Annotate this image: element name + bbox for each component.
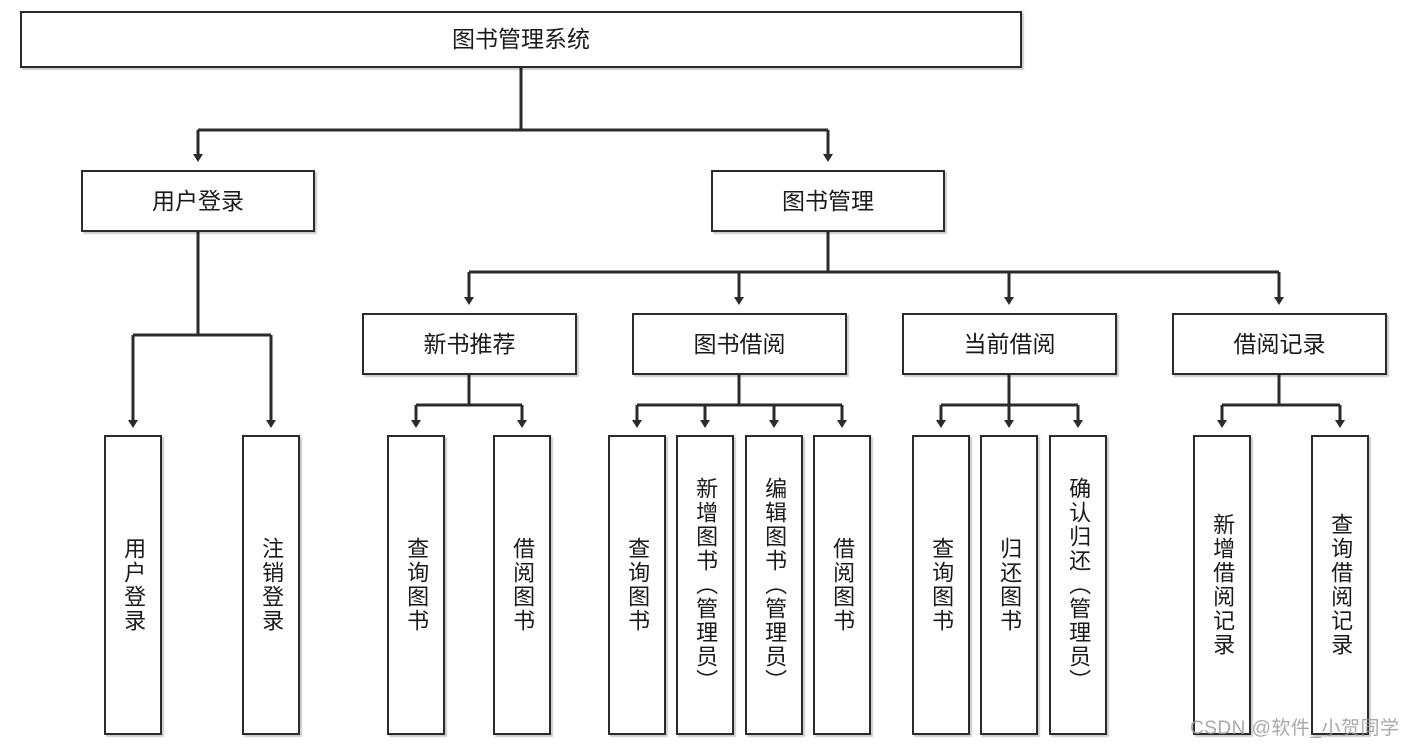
leaf-current-borrow-return-book[interactable]: 归还图书 [980,435,1038,735]
leaf-user-login-logout[interactable]: 注销登录 [242,435,300,735]
leaf-book-borrow-add-book-admin[interactable]: 新增图书（管理员） [676,435,734,735]
node-new-book-recommend[interactable]: 新书推荐 [362,313,577,375]
leaf-new-book-borrow-book[interactable]: 借阅图书 [493,435,551,735]
node-label: 查询图书 [625,537,651,633]
leaf-current-borrow-query-book[interactable]: 查询图书 [912,435,970,735]
node-current-borrow[interactable]: 当前借阅 [902,313,1117,375]
node-label: 借阅图书 [830,537,856,633]
node-label: 图书管理 [782,187,874,214]
node-label: 编辑图书（管理员） [762,477,788,693]
node-label: 确认归还（管理员） [1066,477,1092,693]
node-book-borrow[interactable]: 图书借阅 [632,313,847,375]
node-label: 用户登录 [121,537,147,633]
node-label: 新增借阅记录 [1210,513,1236,657]
leaf-user-login-login[interactable]: 用户登录 [104,435,162,735]
node-borrow-record[interactable]: 借阅记录 [1172,313,1387,375]
node-label: 当前借阅 [963,330,1056,357]
leaf-current-borrow-confirm-return-admin[interactable]: 确认归还（管理员） [1049,435,1107,735]
node-label: 图书管理系统 [452,26,590,53]
node-user-login[interactable]: 用户登录 [81,170,315,232]
node-label: 归还图书 [997,537,1023,633]
node-label: 图书借阅 [693,330,786,357]
node-label: 查询图书 [929,537,955,633]
leaf-book-borrow-query-book[interactable]: 查询图书 [608,435,666,735]
leaf-book-borrow-edit-book-admin[interactable]: 编辑图书（管理员） [745,435,803,735]
node-label: 借阅记录 [1233,330,1326,357]
node-label: 新书推荐 [423,330,516,357]
leaf-borrow-record-query-record[interactable]: 查询借阅记录 [1311,435,1369,735]
node-label: 查询图书 [404,537,430,633]
leaf-book-borrow-borrow-book[interactable]: 借阅图书 [813,435,871,735]
leaf-borrow-record-add-record[interactable]: 新增借阅记录 [1193,435,1251,735]
node-label: 注销登录 [259,537,285,633]
node-label: 新增图书（管理员） [693,477,719,693]
node-label: 查询借阅记录 [1328,513,1354,657]
node-book-management[interactable]: 图书管理 [711,170,945,232]
node-root-book-management-system[interactable]: 图书管理系统 [20,11,1022,68]
node-label: 借阅图书 [510,537,536,633]
leaf-new-book-query-book[interactable]: 查询图书 [387,435,445,735]
node-label: 用户登录 [152,187,244,214]
csdn-watermark: CSDN @软件_小贺同学 [1190,718,1400,739]
